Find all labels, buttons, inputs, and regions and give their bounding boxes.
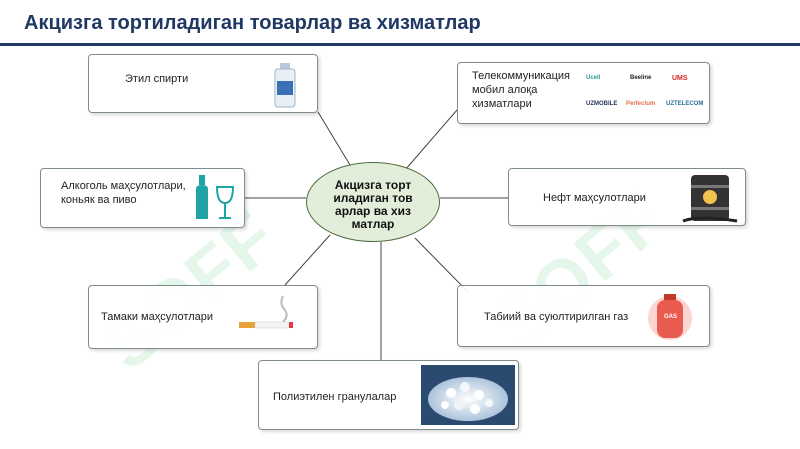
- beeline-logo-icon: Beeline: [630, 75, 652, 81]
- node-alcohol: Алкоголь маҳсулотлари, коньяк ва пиво: [40, 168, 245, 228]
- oil-barrel-icon: [682, 175, 738, 223]
- node-tobacco-label: Тамаки маҳсулотлари: [101, 311, 213, 323]
- node-ethyl-label: Этил спирти: [125, 73, 189, 85]
- node-gas: Табиий ва суюлтирилган газ GAS: [457, 285, 710, 347]
- uzmobile-logo-icon: UZMOBILE: [586, 101, 618, 107]
- node-polyethylene: Полиэтилен гранулалар: [258, 360, 519, 430]
- ethyl-bottle-icon: [274, 63, 296, 108]
- perfectum-logo-icon: Perfectum: [626, 101, 656, 107]
- gas-cylinder-icon: [648, 294, 692, 340]
- ucell-logo-icon: Ucell: [586, 75, 601, 81]
- cigarette-icon: [239, 295, 293, 329]
- connector-tobacco: [284, 234, 331, 286]
- ums-logo-icon: UMS: [672, 75, 688, 82]
- wine-bottle-glass-icon: [196, 175, 235, 219]
- connector-ethyl: [317, 111, 354, 171]
- node-polyethylene-label: Полиэтилен гранулалар: [273, 391, 397, 403]
- node-tobacco: Тамаки маҳсулотлари: [88, 285, 318, 349]
- connector-telecom: [404, 109, 458, 171]
- uztelecom-logo-icon: UZTELECOM: [666, 101, 704, 107]
- node-oil: Нефт маҳсулотлари: [508, 168, 746, 226]
- center-ellipse: Акцизга тортиладиган товарлар ва хизматл…: [306, 162, 440, 242]
- gas-tank-label: GAS: [664, 314, 678, 320]
- node-oil-label: Нефт маҳсулотлари: [543, 192, 646, 204]
- node-alcohol-label: Алкоголь маҳсулотлари, коньяк ва пиво: [61, 180, 186, 206]
- node-telecom-label: Телекоммуникация мобил алоқа хизматлари: [472, 70, 570, 110]
- center-label: Акцизга тортиладиган товарлар ва хизматл…: [333, 178, 413, 231]
- polyethylene-granules-icon: [421, 365, 515, 425]
- connector-gas: [414, 237, 469, 293]
- node-telecom: Телекоммуникация мобил алоқа хизматлари …: [457, 62, 710, 124]
- title-underline: [0, 43, 800, 46]
- node-ethyl-spirit: Этил спирти: [88, 54, 318, 113]
- page-title: Акцизга тортиладиган товарлар ва хизматл…: [24, 12, 481, 34]
- node-gas-label: Табиий ва суюлтирилган газ: [484, 311, 629, 323]
